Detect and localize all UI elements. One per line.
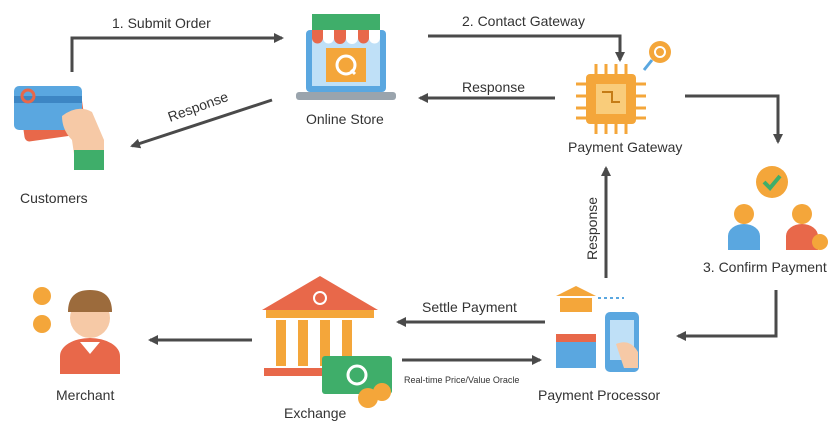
confirm-payment-label: 3. Confirm Payment [703,259,827,275]
arrow-response-store-to-customers [130,98,273,149]
oracle-label: Real-time Price/Value Oracle [404,375,519,385]
payment-processor-label: Payment Processor [538,387,660,403]
credit-card-hand-icon [14,86,104,170]
online-store-icon [296,14,396,100]
online-store-label: Online Store [306,111,384,127]
arrow-contact-gateway [428,34,625,62]
settle-payment-label: Settle Payment [422,299,517,315]
payment-processor-icon [556,286,639,372]
arrows [70,33,783,365]
response-processor-to-gateway-label: Response [584,197,600,260]
arrow-submit-order [70,33,284,72]
exchange-bank-icon [262,276,392,408]
payment-gateway-label: Payment Gateway [568,139,682,155]
payment-gateway-chip-icon [576,41,671,134]
submit-order-label: 1. Submit Order [112,15,211,31]
exchange-label: Exchange [284,405,346,421]
merchant-label: Merchant [56,387,114,403]
response-gateway-to-store-label: Response [462,79,525,95]
response-store-to-customers-label: Response [166,88,231,125]
merchant-person-icon [33,287,120,374]
customers-label: Customers [20,190,88,206]
confirm-payment-people-icon [728,166,828,250]
arrow-confirm-to-processor [676,290,778,341]
contact-gateway-label: 2. Contact Gateway [462,13,585,29]
arrow-gateway-to-confirm [685,94,783,144]
